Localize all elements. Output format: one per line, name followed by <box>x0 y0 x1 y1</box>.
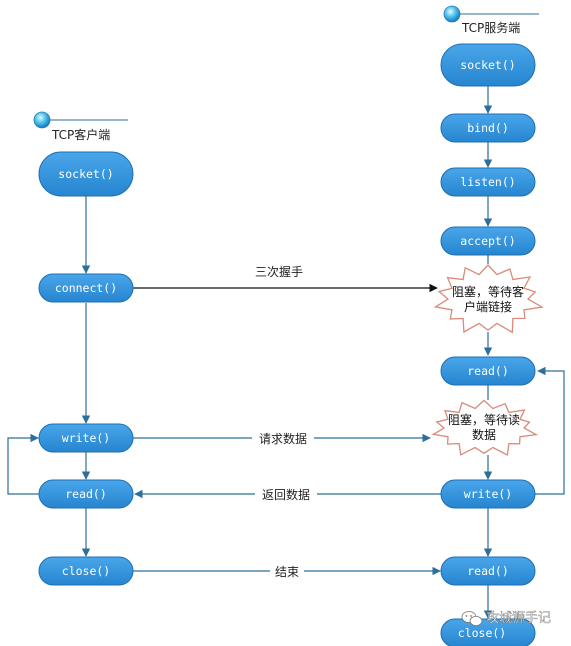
client-title-orb-icon <box>33 111 51 129</box>
blocked-accept-line1: 阻塞，等待客 <box>452 284 524 299</box>
client-connect-label: connect() <box>55 281 117 295</box>
server-socket-label: socket() <box>460 58 515 72</box>
server-title-group: TCP服务端 <box>443 5 539 35</box>
server-title-orb-icon <box>443 5 461 23</box>
edge-labels: 三次握手 请求数据 返回数据 结束 <box>250 262 317 580</box>
blocked-read-burst: 阻塞，等待读 数据 <box>431 399 539 457</box>
client-read-node[interactable]: read() <box>38 479 134 509</box>
client-flow-lines <box>7 196 91 557</box>
client-socket-label: socket() <box>58 167 113 181</box>
client-write-node[interactable]: write() <box>38 423 134 453</box>
blocked-accept-burst: 阻塞，等待客 户端链接 <box>433 264 544 334</box>
watermark-text: 攻城狮手记 <box>486 611 551 626</box>
request-label: 请求数据 <box>259 431 307 446</box>
server-nodes: socket() bind() listen() accept() read()… <box>440 43 536 646</box>
server-close-node[interactable]: close() <box>440 618 536 646</box>
blocked-accept-line2: 户端链接 <box>464 299 512 314</box>
end-label: 结束 <box>275 565 299 579</box>
server-write-node[interactable]: write() <box>440 479 536 509</box>
server-flow-lines <box>483 85 565 619</box>
client-nodes: socket() connect() write() read() close(… <box>38 151 134 586</box>
server-title: TCP服务端 <box>461 20 520 35</box>
client-close-label: close() <box>62 564 110 578</box>
server-listen-node[interactable]: listen() <box>440 167 536 197</box>
client-socket-node[interactable]: socket() <box>38 151 134 197</box>
client-write-label: write() <box>62 431 110 445</box>
server-listen-label: listen() <box>460 175 515 189</box>
client-close-node[interactable]: close() <box>38 556 134 586</box>
watermark: 攻城狮手记 <box>461 611 551 627</box>
blocked-read-line1: 阻塞，等待读 <box>448 412 520 427</box>
server-read-label: read() <box>467 364 509 378</box>
client-title-group: TCP客户端 <box>33 111 128 142</box>
server-read-final-node[interactable]: read() <box>440 556 536 586</box>
server-bind-label: bind() <box>467 121 509 135</box>
client-connect-node[interactable]: connect() <box>38 273 134 303</box>
server-write-label: write() <box>464 487 512 501</box>
server-read-node[interactable]: read() <box>440 356 536 386</box>
server-read-final-label: read() <box>467 564 509 578</box>
blocked-read-line2: 数据 <box>472 427 496 442</box>
wechat-icon <box>461 611 483 627</box>
handshake-label: 三次握手 <box>255 264 303 279</box>
server-accept-label: accept() <box>460 234 515 248</box>
server-socket-node[interactable]: socket() <box>440 43 536 87</box>
client-title: TCP客户端 <box>51 127 110 142</box>
server-accept-node[interactable]: accept() <box>440 226 536 256</box>
server-bind-node[interactable]: bind() <box>440 113 536 143</box>
server-close-label: close() <box>458 626 506 640</box>
response-label: 返回数据 <box>262 487 310 502</box>
client-read-label: read() <box>65 487 107 501</box>
